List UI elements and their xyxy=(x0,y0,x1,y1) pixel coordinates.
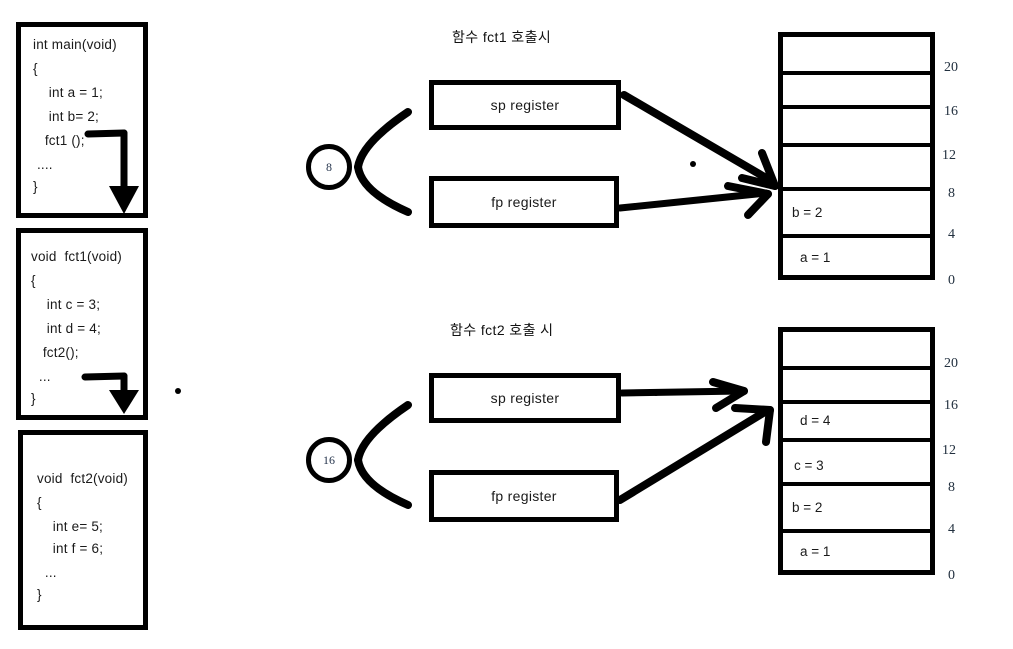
code-line: int a = 1; xyxy=(33,85,103,100)
sp-register-box-top: sp register xyxy=(429,80,621,130)
fp-register-label: fp register xyxy=(491,194,557,210)
address-label: 4 xyxy=(948,522,955,537)
offset-circle-bottom: 16 xyxy=(306,437,352,483)
stack-cell-value: b = 2 xyxy=(792,500,823,515)
fp-register-label: fp register xyxy=(491,488,557,504)
fp-pointer-arrow-bottom xyxy=(616,404,774,504)
code-line: int e= 5; xyxy=(37,519,104,534)
stack-divider xyxy=(783,71,930,75)
sp-register-label: sp register xyxy=(490,390,560,406)
code-line: } xyxy=(31,391,36,406)
sp-pointer-arrow-top xyxy=(620,91,779,190)
offset-circle-top: 8 xyxy=(306,144,352,190)
code-line: int b= 2; xyxy=(33,109,100,124)
address-label: 0 xyxy=(948,568,955,583)
code-line: } xyxy=(37,587,42,602)
code-line: int c = 3; xyxy=(31,297,101,312)
fp-register-box-top: fp register xyxy=(429,176,619,228)
memory-stack-top xyxy=(778,32,935,280)
code-line: void fct2(void) xyxy=(37,471,128,486)
address-label: 8 xyxy=(948,480,955,495)
brace-connector-top xyxy=(354,108,412,216)
address-label: 20 xyxy=(944,356,958,371)
stack-divider xyxy=(783,400,930,404)
code-line: } xyxy=(33,179,38,194)
address-label: 8 xyxy=(948,186,955,201)
sp-pointer-arrow-bottom xyxy=(618,378,748,412)
code-line: { xyxy=(31,273,36,288)
fp-pointer-arrow-top xyxy=(616,182,772,219)
code-box-fct1: void fct1(void) { int c = 3; int d = 4; … xyxy=(16,228,148,420)
code-line: fct1 (); xyxy=(33,133,85,148)
address-label: 16 xyxy=(944,104,958,119)
stack-divider xyxy=(783,482,930,486)
address-label: 16 xyxy=(944,398,958,413)
fp-register-box-bottom: fp register xyxy=(429,470,619,522)
stack-cell-value: a = 1 xyxy=(800,544,831,559)
address-label: 12 xyxy=(942,443,956,458)
memory-stack-bottom xyxy=(778,327,935,575)
sp-register-box-bottom: sp register xyxy=(429,373,621,423)
caption-fct1-call: 함수 fct1 호출시 xyxy=(452,29,552,45)
address-label: 0 xyxy=(948,273,955,288)
code-line: int f = 6; xyxy=(37,541,104,556)
caption-fct2-call: 함수 fct2 호출 시 xyxy=(450,322,554,338)
code-line: int main(void) xyxy=(33,37,117,52)
stack-divider xyxy=(783,234,930,238)
stack-divider xyxy=(783,529,930,533)
ink-dot xyxy=(175,388,181,394)
code-line: fct2(); xyxy=(31,345,79,360)
code-line: .... xyxy=(33,157,53,172)
address-label: 20 xyxy=(944,60,958,75)
stack-divider xyxy=(783,105,930,109)
stack-cell-value: b = 2 xyxy=(792,205,823,220)
code-line: ... xyxy=(37,565,57,580)
sp-register-label: sp register xyxy=(490,97,560,113)
stack-divider xyxy=(783,143,930,147)
code-line: int d = 4; xyxy=(31,321,101,336)
stack-cell-value: d = 4 xyxy=(800,413,831,428)
code-line: { xyxy=(33,61,38,76)
ink-dot xyxy=(653,390,659,396)
stack-divider xyxy=(783,187,930,191)
address-label: 4 xyxy=(948,227,955,242)
address-label: 12 xyxy=(942,148,956,163)
ink-dot xyxy=(690,161,696,167)
brace-connector-bottom xyxy=(354,401,412,509)
code-box-main: int main(void) { int a = 1; int b= 2; fc… xyxy=(16,22,148,218)
stack-cell-value: c = 3 xyxy=(794,458,824,473)
code-line: void fct1(void) xyxy=(31,249,122,264)
stack-divider xyxy=(783,438,930,442)
code-line: { xyxy=(37,495,42,510)
offset-circle-bottom-value: 16 xyxy=(323,452,335,467)
offset-circle-top-value: 8 xyxy=(326,159,332,174)
code-line: ... xyxy=(31,369,51,384)
code-box-fct2: void fct2(void) { int e= 5; int f = 6; .… xyxy=(18,430,148,630)
stack-divider xyxy=(783,366,930,370)
stack-cell-value: a = 1 xyxy=(800,250,831,265)
